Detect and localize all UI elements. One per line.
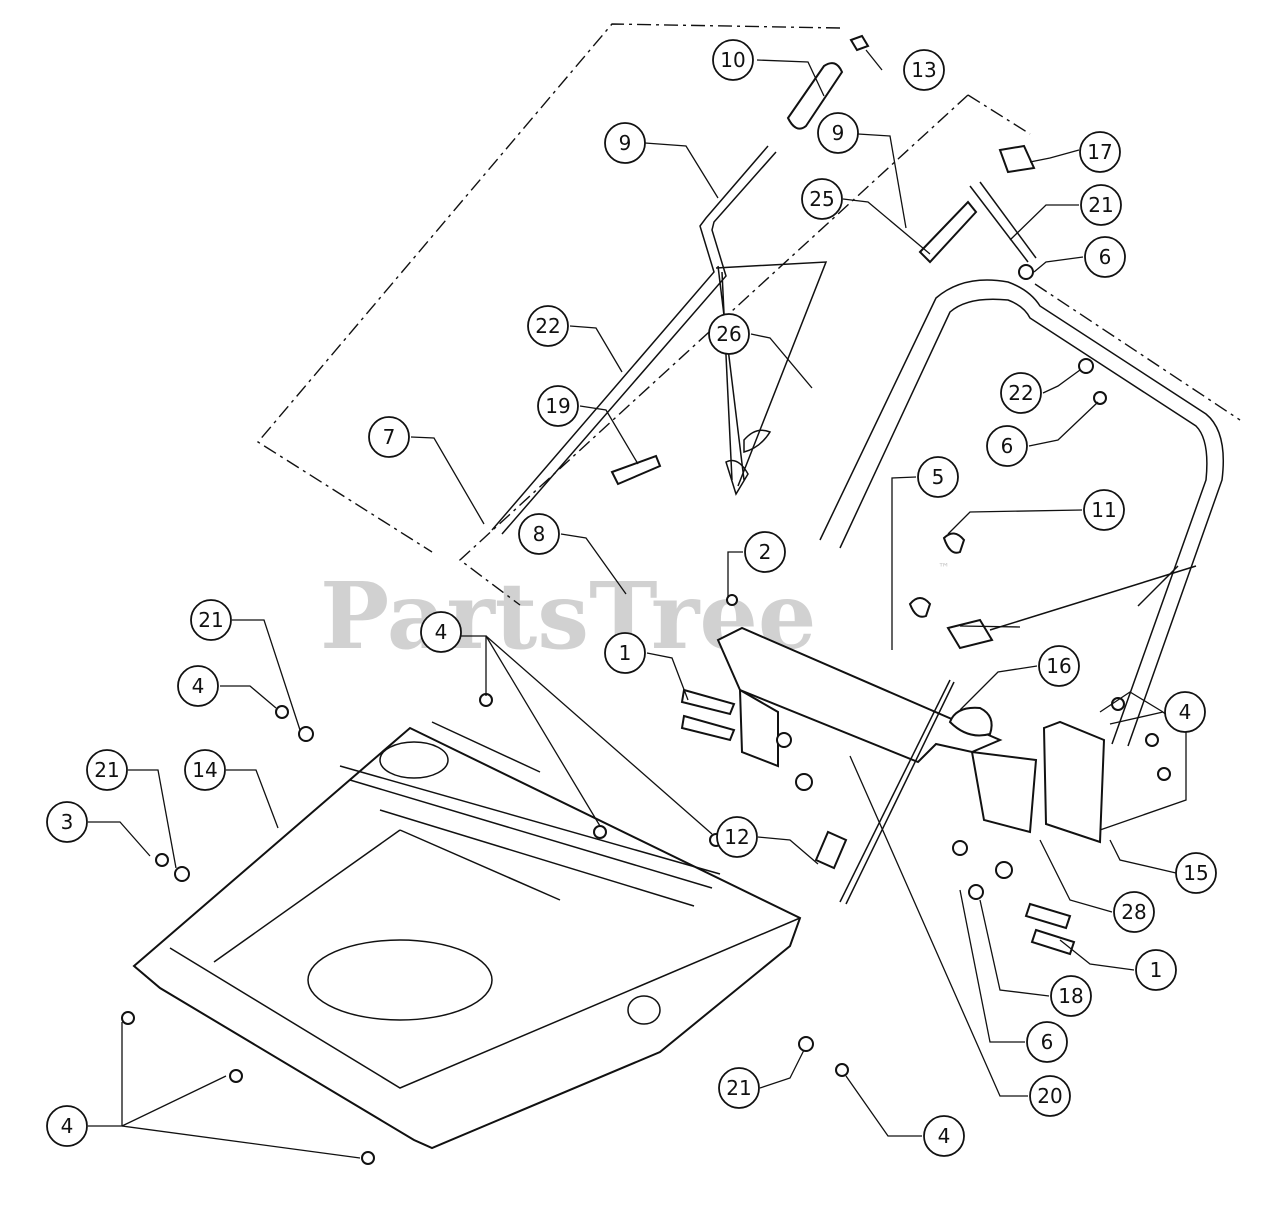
svg-text:10: 10 [720,48,745,72]
callout-28: 28 [1113,891,1155,933]
callout-16: 16 [1038,645,1080,687]
callout-11: 11 [1083,489,1125,531]
callout-18: 18 [1050,975,1092,1017]
callout-21a: 21 [190,599,232,641]
svg-text:26: 26 [716,322,741,346]
svg-text:4: 4 [938,1124,951,1148]
svg-text:21: 21 [198,608,223,632]
callout-26: 25 [801,178,843,220]
svg-text:22: 22 [535,314,560,338]
svg-text:19: 19 [545,394,570,418]
svg-text:13: 13 [911,58,936,82]
svg-text:6: 6 [1041,1030,1054,1054]
svg-text:11: 11 [1091,498,1116,522]
svg-text:28: 28 [1121,900,1146,924]
callout-7: 7 [368,416,410,458]
svg-text:6: 6 [1001,434,1014,458]
callout-21b: 21 [86,749,128,791]
svg-text:21: 21 [726,1076,751,1100]
lower-handle-tube [819,279,1225,747]
callout-5: 5 [917,456,959,498]
svg-text:4: 4 [1179,700,1192,724]
svg-text:4: 4 [435,620,448,644]
callout-12: 12 [716,816,758,858]
callout-4a: 4 [420,611,462,653]
svg-text:17: 17 [1087,140,1112,164]
svg-text:8: 8 [533,522,546,546]
callout-15: 15 [1175,852,1217,894]
callout-17: 17 [1079,131,1121,173]
svg-text:5: 5 [932,465,945,489]
svg-text:12: 12 [724,825,749,849]
svg-text:21: 21 [1088,193,1113,217]
svg-text:2: 2 [759,540,772,564]
svg-text:9: 9 [619,131,632,155]
callout-4d: 4 [46,1105,88,1147]
svg-text:7: 7 [383,425,396,449]
callout-3: 3 [46,801,88,843]
svg-text:3: 3 [61,810,74,834]
callout-2: 2 [744,531,786,573]
callout-24: 21 [1080,184,1122,226]
callout-22: 22 [1000,372,1042,414]
callout-1a: 1 [604,632,646,674]
callout-9: 9 [604,122,646,164]
svg-text:14: 14 [192,758,217,782]
svg-text:25: 25 [809,187,834,211]
callout-14: 14 [184,749,226,791]
svg-text:15: 15 [1183,861,1208,885]
control-panel-bracket [680,532,1197,956]
assembly-boundary-lines [256,23,1241,606]
callout-27: 26 [708,313,750,355]
hood-cover-14 [132,721,802,1150]
leader-lines [88,49,1187,1159]
callout-21c: 21 [718,1067,760,1109]
callout-25: 22 [527,305,569,347]
svg-text:9: 9 [832,121,845,145]
callout-4c: 4 [1164,691,1206,733]
callout-13: 13 [903,49,945,91]
callout-6b: 6 [986,425,1028,467]
callout-9b: 9 [817,112,859,154]
svg-text:1: 1 [1150,958,1163,982]
callout-6a: 6 [1084,236,1126,278]
callout-4e: 4 [923,1115,965,1157]
svg-text:20: 20 [1037,1084,1062,1108]
callout-8: 8 [518,513,560,555]
svg-text:4: 4 [61,1114,74,1138]
callout-6c: 6 [1026,1021,1068,1063]
svg-text:1: 1 [619,641,632,665]
svg-text:18: 18 [1058,984,1083,1008]
watermark-trademark: ™ [938,561,950,575]
svg-text:16: 16 [1046,654,1071,678]
callout-1b: 1 [1135,949,1177,991]
svg-text:21: 21 [94,758,119,782]
svg-text:6: 6 [1099,245,1112,269]
callout-10: 10 [712,39,754,81]
callout-4b: 4 [177,665,219,707]
upper-handle-assembly [491,34,1107,535]
callout-20: 20 [1029,1075,1071,1117]
svg-text:22: 22 [1008,381,1033,405]
svg-text:4: 4 [192,674,205,698]
callout-19: 19 [537,385,579,427]
